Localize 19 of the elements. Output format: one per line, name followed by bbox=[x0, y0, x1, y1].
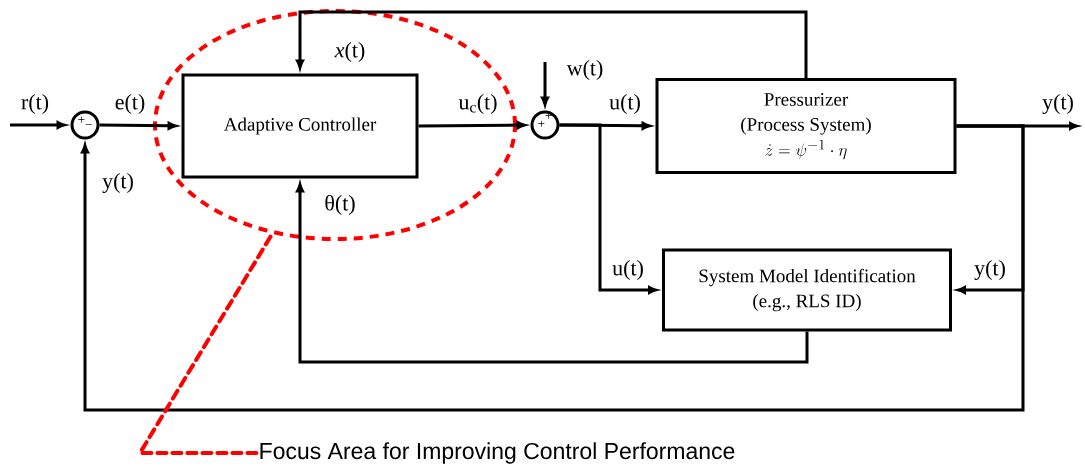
focus-ellipse bbox=[153, 9, 517, 241]
signal-label: u(t) bbox=[611, 259, 645, 281]
signal-label: y(t) bbox=[1041, 93, 1075, 115]
signal-label: u(t) bbox=[608, 93, 642, 115]
arrow bbox=[81, 124, 1025, 412]
note-text: Focus Area for Improving Control Performance bbox=[260, 442, 735, 464]
process-box: System Model Identification (e.g., RLS ID) bbox=[662, 248, 952, 332]
process-box: Pressurizer (Process System) $\dot{z}=\psi^{-1}\cdot\eta$ bbox=[655, 78, 957, 174]
signal-label: y(t) bbox=[101, 172, 135, 194]
arrow bbox=[296, 10, 808, 78]
process-box: Adaptive Controller bbox=[181, 73, 419, 179]
signal-label: r(t) bbox=[19, 93, 51, 115]
signal-label: x(t) bbox=[333, 41, 367, 63]
signal-label: u$_{c}$(t) bbox=[457, 93, 499, 115]
signal-label: y(t) bbox=[973, 259, 1007, 281]
summing-junction: + − bbox=[70, 110, 100, 140]
signal-label: e(t) bbox=[113, 93, 147, 115]
signal-label: θ(t) bbox=[323, 193, 357, 217]
signal-label: w(t) bbox=[565, 59, 605, 81]
